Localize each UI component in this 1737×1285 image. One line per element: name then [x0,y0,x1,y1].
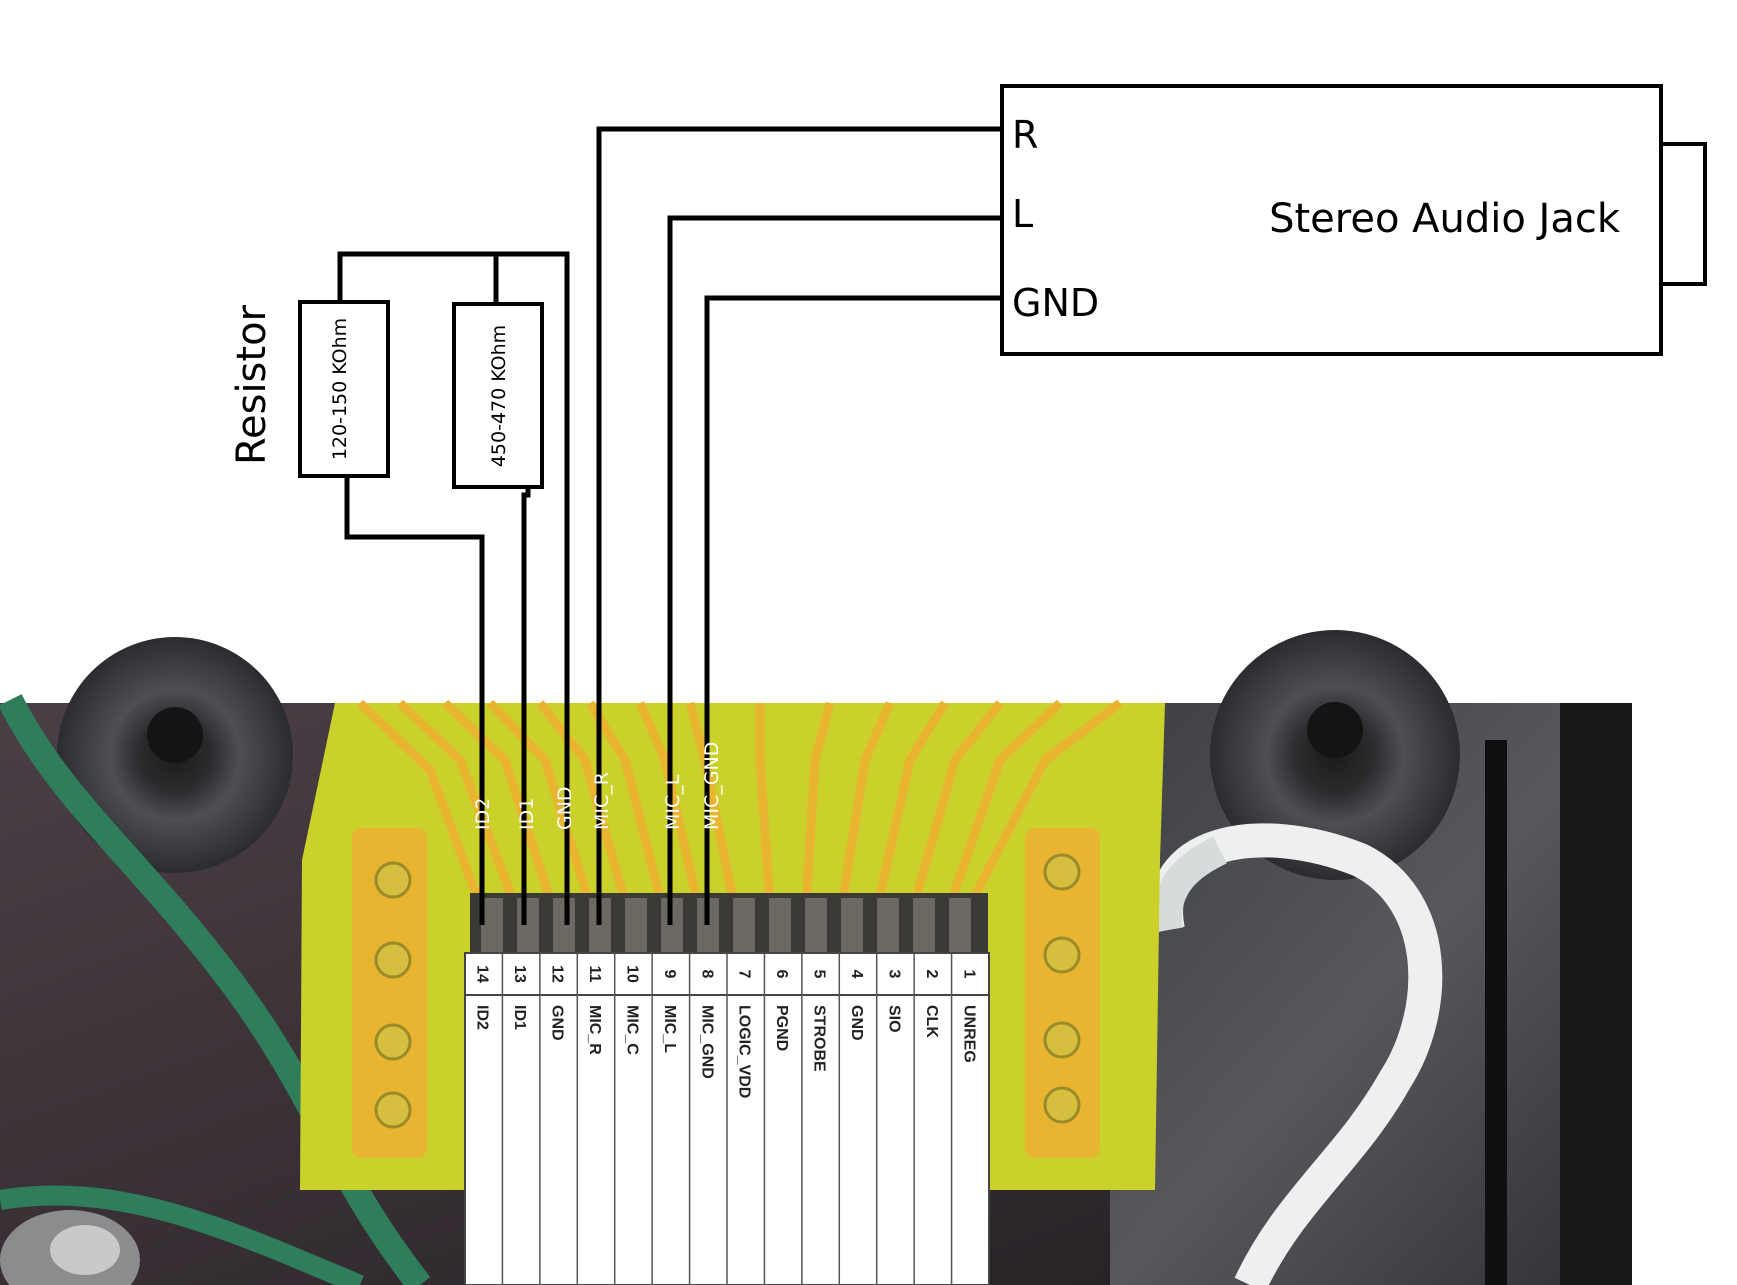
pin-number: 13 [511,965,528,983]
pin-number: 8 [698,970,715,979]
wire-label-mic-r: MIC_R [591,772,613,830]
pin-name: GND [848,1005,865,1041]
resistor-value-1: 120-150 KOhm [329,318,351,460]
pin-name: CLK [923,1005,940,1038]
pin-name: MIC_R [586,1005,603,1055]
pin-number: 9 [661,970,678,979]
resistor-450-470k [452,302,544,489]
pin-name: MIC_L [661,1005,678,1053]
pin-number: 7 [736,970,753,979]
wire-label-mic-gnd: MIC_GND [701,742,723,830]
pin-number: 12 [549,965,566,983]
resistor-120-150k [298,300,390,478]
pcb-hole [374,1023,412,1061]
pin-number: 3 [885,970,902,979]
pin-name: LOGIC_VDD [736,1005,753,1098]
pin-number: 6 [773,970,790,979]
pcb-hole [374,861,412,899]
pin-number: 5 [811,970,828,979]
pin-number: 4 [848,970,865,979]
pin-name: MIC_GND [698,1005,715,1079]
wire-label-id1: ID1 [516,798,538,830]
jack-terminal-l: L [1012,192,1033,236]
pin-number: 10 [623,965,640,983]
jack-title: Stereo Audio Jack [1269,196,1621,242]
stereo-jack-box [1000,84,1663,356]
pcb-hole [374,941,412,979]
pin-name: UNREG [960,1005,977,1063]
pcb-hole [1043,936,1081,974]
pin-name: MIC_C [623,1005,640,1055]
jack-terminal-r: R [1012,113,1038,157]
pin-name: ID2 [474,1005,491,1030]
pcb-hole [374,1091,412,1129]
wires [337,126,1002,925]
wire-label-mic-l: MIC_L [662,774,684,830]
pin-name: GND [549,1005,566,1041]
pin-number: 2 [923,970,940,979]
wire-label-id2: ID2 [472,798,494,830]
pin-name: PGND [773,1005,790,1051]
jack-terminal-gnd: GND [1012,281,1099,325]
pin-number: 11 [586,966,603,983]
resistor-heading: Resistor [229,304,275,465]
pcb-hole [1043,853,1081,891]
pinout-table: 14ID213ID112GND11MIC_R10MIC_C9MIC_L8MIC_… [464,952,990,1285]
pin-name: STROBE [811,1005,828,1072]
resistor-value-2: 450-470 KOhm [488,325,510,467]
pcb-hole [1043,1086,1081,1124]
pin-number: 1 [960,970,977,979]
jack-plug-tab [1659,142,1707,286]
pcb-hole [1043,1021,1081,1059]
pin-name: SIO [885,1005,902,1033]
pin-name: ID1 [511,1005,528,1030]
pin-number: 14 [474,965,491,983]
wire-label-gnd: GND [554,786,576,830]
